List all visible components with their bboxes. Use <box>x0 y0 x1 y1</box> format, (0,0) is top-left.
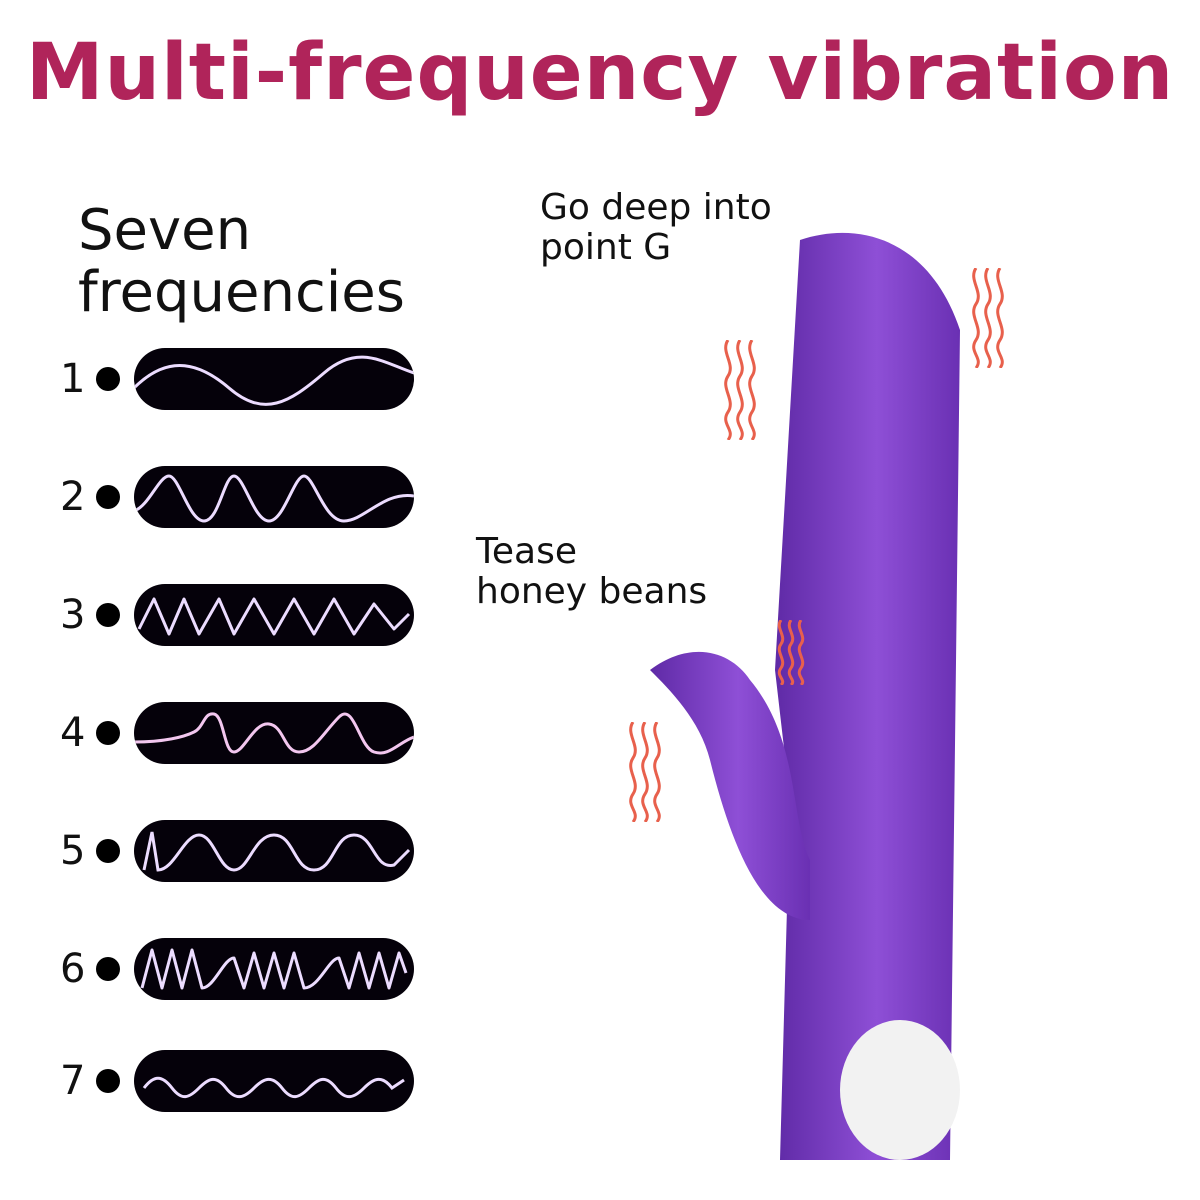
frequency-row-3: 3 <box>60 584 414 646</box>
bullet-dot-icon <box>96 367 120 391</box>
bullet-dot-icon <box>96 839 120 863</box>
frequency-row-4: 4 <box>60 702 414 764</box>
tease-line-2: honey beans <box>476 571 708 612</box>
frequency-row-5: 5 <box>60 820 414 882</box>
vibration-icon <box>777 620 805 685</box>
bullet-dot-icon <box>96 1069 120 1093</box>
heading-line-2: frequencies <box>78 260 405 325</box>
bullet-dot-icon <box>96 485 120 509</box>
frequency-number: 6 <box>60 946 86 992</box>
waveform-fast-sine <box>134 584 414 646</box>
frequency-row-7: 7 <box>60 1050 414 1112</box>
waveform-spike-then-wave <box>134 820 414 882</box>
vibration-icon <box>972 268 1004 368</box>
heading-line-1: Seven <box>78 198 252 263</box>
waveform-tall-sine <box>134 466 414 528</box>
gspot-line-2: point G <box>540 227 672 268</box>
frequency-number: 4 <box>60 710 86 756</box>
bullet-dot-icon <box>96 721 120 745</box>
gspot-callout: Go deep into point G <box>540 188 772 268</box>
frequency-number: 1 <box>60 356 86 402</box>
waveform-rapid-bursts <box>134 938 414 1000</box>
tease-line-1: Tease <box>476 531 577 572</box>
waveform-small-fast-sine <box>134 1050 414 1112</box>
bullet-dot-icon <box>96 603 120 627</box>
tease-callout: Tease honey beans <box>476 532 707 612</box>
frequency-number: 3 <box>60 592 86 638</box>
control-button-icon <box>840 1020 960 1160</box>
frequency-number: 7 <box>60 1058 86 1104</box>
bullet-dot-icon <box>96 957 120 981</box>
gspot-line-1: Go deep into <box>540 187 772 228</box>
frequency-row-6: 6 <box>60 938 414 1000</box>
page-title: Multi-frequency vibration <box>25 28 1175 118</box>
product-illustration <box>600 200 1020 1180</box>
frequency-number: 5 <box>60 828 86 874</box>
vibration-icon <box>724 340 756 440</box>
frequencies-heading: Seven frequencies <box>78 200 405 324</box>
frequency-row-2: 2 <box>60 466 414 528</box>
waveform-irregular-wave <box>134 702 414 764</box>
waveform-gentle-sine <box>134 348 414 410</box>
frequency-row-1: 1 <box>60 348 414 410</box>
frequency-number: 2 <box>60 474 86 520</box>
vibration-icon <box>629 722 661 822</box>
